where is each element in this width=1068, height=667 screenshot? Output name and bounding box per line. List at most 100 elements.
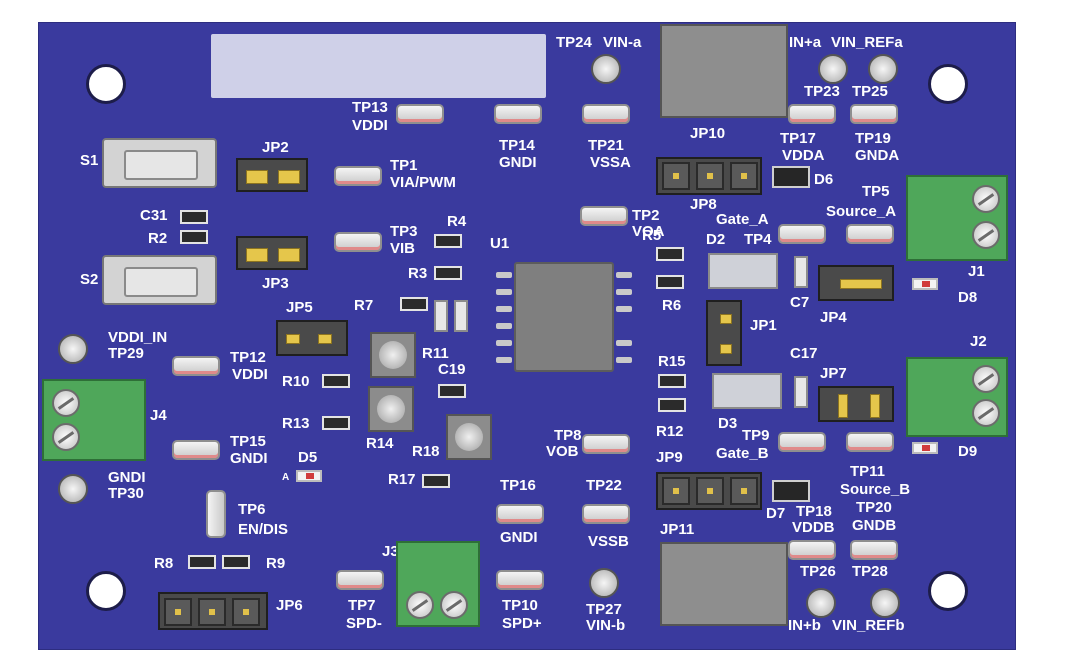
silk-tp5: TP5 xyxy=(862,183,890,200)
test-point-tp19[interactable] xyxy=(850,104,898,124)
test-point-tp2[interactable] xyxy=(580,206,628,226)
jumper-pin xyxy=(730,162,758,190)
silk-tp27: TP27 xyxy=(586,601,622,618)
test-point-tp6[interactable] xyxy=(206,490,226,538)
terminal-block-j4[interactable] xyxy=(42,379,146,461)
test-point-tp3[interactable] xyxy=(334,232,382,252)
test-point-tp4[interactable] xyxy=(778,224,826,244)
test-post-tp26[interactable] xyxy=(806,588,836,618)
test-point-tp14[interactable] xyxy=(494,104,542,124)
test-point-tp18[interactable] xyxy=(788,540,836,560)
jumper-jp2[interactable] xyxy=(236,158,308,192)
test-point-tp11[interactable] xyxy=(846,432,894,452)
mounting-hole-bottom-left xyxy=(86,571,126,611)
potentiometer-r18[interactable] xyxy=(446,414,492,460)
capacitor-c7 xyxy=(794,256,808,288)
test-point-tp21[interactable] xyxy=(582,104,630,124)
test-post-tp27[interactable] xyxy=(589,568,619,598)
test-point-tp20[interactable] xyxy=(850,540,898,560)
silk-tp7: TP7 xyxy=(348,597,376,614)
silk-vin-refa: VIN_REFa xyxy=(831,34,903,51)
screw-icon[interactable] xyxy=(52,423,80,451)
jumper-jp7[interactable] xyxy=(818,386,894,422)
silk-s2: S2 xyxy=(80,271,99,288)
silk-spd-plus: SPD+ xyxy=(502,615,542,632)
screw-icon[interactable] xyxy=(52,389,80,417)
test-point-tp15[interactable] xyxy=(172,440,220,460)
silk-tp17: TP17 xyxy=(780,130,816,147)
silk-r7: R7 xyxy=(354,297,374,314)
test-point-tp12[interactable] xyxy=(172,356,220,376)
screw-icon[interactable] xyxy=(972,399,1000,427)
silk-tp4: TP4 xyxy=(744,231,772,248)
pushbutton-s1[interactable] xyxy=(102,138,217,188)
silk-tp2: TP2 xyxy=(632,207,660,224)
ic-pin xyxy=(616,289,632,295)
terminal-block-j3[interactable] xyxy=(396,541,480,627)
screw-icon[interactable] xyxy=(972,365,1000,393)
terminal-block-jp11[interactable] xyxy=(660,542,788,626)
test-post-tp29[interactable] xyxy=(58,334,88,364)
jumper-jp1[interactable] xyxy=(706,300,742,366)
terminal-block-j1[interactable] xyxy=(906,175,1008,261)
screw-icon[interactable] xyxy=(972,185,1000,213)
terminal-block-jp10[interactable] xyxy=(660,24,788,118)
jumper-jp9[interactable] xyxy=(656,472,762,510)
screw-icon[interactable] xyxy=(972,221,1000,249)
pushbutton-s2[interactable] xyxy=(102,255,217,305)
resistor-r12-body xyxy=(658,398,686,412)
jumper-jp3[interactable] xyxy=(236,236,308,270)
jumper-pin xyxy=(730,477,758,505)
silk-r17: R17 xyxy=(388,471,416,488)
test-post-tp25-top[interactable] xyxy=(868,54,898,84)
silk-d3: D3 xyxy=(718,415,738,432)
test-point-tp5[interactable] xyxy=(846,224,894,244)
jumper-jp4[interactable] xyxy=(818,265,894,301)
jumper-jp5[interactable] xyxy=(276,320,348,356)
test-point-tp9[interactable] xyxy=(778,432,826,452)
silk-tp25: TP25 xyxy=(852,83,888,100)
test-point-tp22[interactable] xyxy=(582,504,630,524)
test-point-tp16[interactable] xyxy=(496,504,544,524)
test-point-tp1[interactable] xyxy=(334,166,382,186)
silk-vddb: VDDB xyxy=(792,519,835,536)
led-d5 xyxy=(296,470,322,482)
silk-r18: R18 xyxy=(412,443,440,460)
test-post-tp23-top[interactable] xyxy=(818,54,848,84)
ic-pin xyxy=(616,357,632,363)
silk-tp22: TP22 xyxy=(586,477,622,494)
silk-tp18: TP18 xyxy=(796,503,832,520)
silk-vddi: VDDI xyxy=(352,117,388,134)
silk-tp28: TP28 xyxy=(852,563,888,580)
test-post-tp24[interactable] xyxy=(591,54,621,84)
silk-tp14: TP14 xyxy=(499,137,535,154)
silk-gndi-low: GNDI xyxy=(108,469,146,486)
test-point-tp8[interactable] xyxy=(582,434,630,454)
resistor-r3 xyxy=(434,266,462,280)
potentiometer-r11[interactable] xyxy=(370,332,416,378)
potentiometer-r14[interactable] xyxy=(368,386,414,432)
jumper-jp6[interactable] xyxy=(158,592,268,630)
mounting-hole-top-left xyxy=(86,64,126,104)
terminal-block-j2[interactable] xyxy=(906,357,1008,437)
test-point-tp10[interactable] xyxy=(496,570,544,590)
silk-tp12: TP12 xyxy=(230,349,266,366)
test-point-tp13[interactable] xyxy=(396,104,444,124)
jumper-cap xyxy=(838,394,848,418)
led-d9 xyxy=(912,442,938,454)
jumper-jp8[interactable] xyxy=(656,157,762,195)
capacitor-c31 xyxy=(180,210,208,224)
test-point-tp7[interactable] xyxy=(336,570,384,590)
silk-d6: D6 xyxy=(814,171,834,188)
silk-vob: VOB xyxy=(546,443,579,460)
test-post-tp30[interactable] xyxy=(58,474,88,504)
test-post-tp28[interactable] xyxy=(870,588,900,618)
test-point-tp17[interactable] xyxy=(788,104,836,124)
silk-s1: S1 xyxy=(80,152,99,169)
silk-jp10: JP10 xyxy=(690,125,726,142)
jumper-pin xyxy=(696,477,724,505)
resistor-r2 xyxy=(180,230,208,244)
screw-icon[interactable] xyxy=(406,591,434,619)
screw-icon[interactable] xyxy=(440,591,468,619)
silk-c7: C7 xyxy=(790,294,810,311)
